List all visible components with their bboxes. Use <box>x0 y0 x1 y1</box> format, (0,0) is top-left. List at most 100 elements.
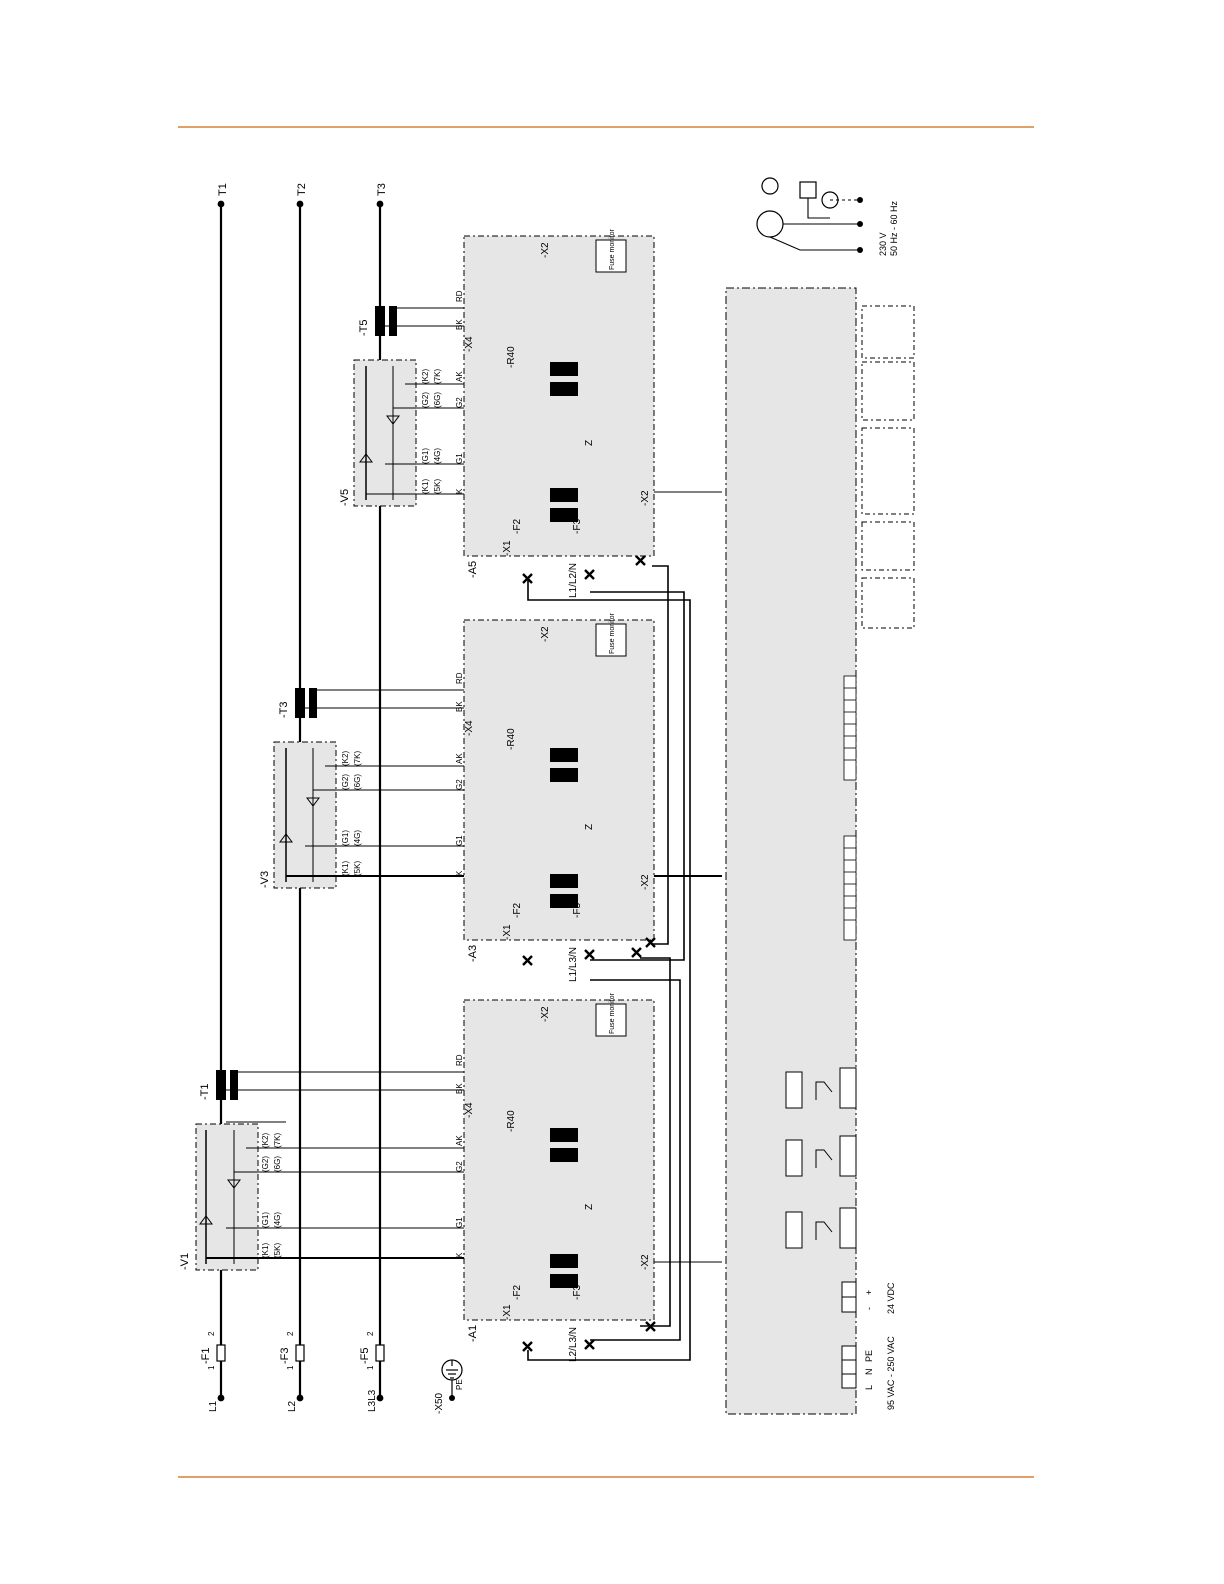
cross-marks <box>522 555 656 1352</box>
supply-pin-labels: L N PE - + <box>864 1290 874 1390</box>
svg-text:+: + <box>864 1290 874 1295</box>
svg-text:-: - <box>864 1307 874 1310</box>
svg-text:BK: BK <box>455 701 464 712</box>
a1-phase: L2/L3/N <box>568 1327 579 1362</box>
svg-text:K: K <box>455 1252 464 1258</box>
svg-text:BK: BK <box>455 1083 464 1094</box>
v3-label: -V3 <box>259 871 271 888</box>
svg-text:K: K <box>455 488 464 494</box>
svg-text:(K1): (K1) <box>421 479 430 494</box>
fuse-f5-label: -F5 <box>359 1348 371 1365</box>
t5-label: -T5 <box>358 320 370 337</box>
svg-text:(5K): (5K) <box>273 1243 282 1258</box>
a3-label: -A3 <box>467 945 479 962</box>
control-board-a5 <box>463 235 655 557</box>
terminal-l2-label: L2 <box>287 1400 298 1412</box>
fuse-f3-pin2: 2 <box>286 1331 295 1336</box>
supply-dc-voltage: 24 VDC <box>886 1282 896 1314</box>
v5-label: -V5 <box>339 489 351 506</box>
svg-text:(G2): (G2) <box>421 392 430 408</box>
svg-text:Fuse monitor: Fuse monitor <box>609 612 616 654</box>
svg-text:(K2): (K2) <box>261 1133 270 1148</box>
phase-jumpers <box>527 565 691 1361</box>
svg-text:(G1): (G1) <box>341 830 350 846</box>
svg-text:G1: G1 <box>455 453 464 464</box>
svg-text:(K2): (K2) <box>341 751 350 766</box>
svg-text:G2: G2 <box>455 397 464 408</box>
svg-text:Fuse monitor: Fuse monitor <box>609 228 616 270</box>
a1-label: -A1 <box>467 1325 479 1342</box>
svg-text:-X2: -X2 <box>640 490 651 506</box>
svg-text:(G2): (G2) <box>261 1156 270 1172</box>
svg-text:G1: G1 <box>455 1217 464 1228</box>
svg-text:Z: Z <box>584 824 595 830</box>
fuse-f1-label: -F1 <box>200 1348 212 1365</box>
svg-text:G1: G1 <box>455 835 464 846</box>
svg-text:N: N <box>864 1369 874 1376</box>
board-a1-labels: -X1 -F2 -F3 -X4 -R40 -X2 -X2 Z Fuse moni… <box>464 992 651 1320</box>
svg-text:-F3: -F3 <box>572 1285 583 1300</box>
thyristor-module-v1 <box>195 1123 259 1271</box>
a5-phase: L1/L2/N <box>568 563 579 598</box>
terminal-strip-middle <box>843 835 857 941</box>
svg-text:(G1): (G1) <box>421 448 430 464</box>
v1-codes: (K1) (5K) (G1) (4G) (G2) (6G) (K2) (7K) <box>261 1133 282 1258</box>
svg-text:(G2): (G2) <box>341 774 350 790</box>
svg-text:-F3: -F3 <box>572 519 583 534</box>
svg-text:-X2: -X2 <box>640 1254 651 1270</box>
svg-text:(7K): (7K) <box>433 369 442 384</box>
earth-symbol-icon <box>441 1359 463 1398</box>
earth-label: -X50 <box>434 1392 445 1414</box>
svg-text:L: L <box>864 1385 874 1390</box>
svg-text:(G1): (G1) <box>261 1212 270 1228</box>
svg-text:G2: G2 <box>455 779 464 790</box>
terminal-strip-upper <box>843 675 857 781</box>
option-boxes <box>861 305 915 629</box>
v3-codes: (K1) (5K) (G1) (4G) (G2) (6G) (K2) (7K) <box>341 751 362 876</box>
current-transformer-t3 <box>295 688 317 718</box>
svg-text:(4G): (4G) <box>353 830 362 846</box>
svg-text:-F3: -F3 <box>572 903 583 918</box>
control-board-a1 <box>463 999 655 1321</box>
a5-label: -A5 <box>467 561 479 578</box>
svg-text:-R40: -R40 <box>506 1110 517 1132</box>
svg-text:AK: AK <box>455 1135 464 1146</box>
svg-text:(K1): (K1) <box>341 861 350 876</box>
footer-rule <box>178 1476 1034 1478</box>
x4-pin-labels-a5: K G1 G2 AK BK RD <box>455 290 464 494</box>
svg-text:AK: AK <box>455 371 464 382</box>
fuse-f1 <box>216 1344 226 1362</box>
fan-frequency: 50 Hz - 60 Hz <box>889 200 899 256</box>
signal-wiring <box>206 307 722 1263</box>
svg-text:BK: BK <box>455 319 464 330</box>
svg-text:-X2: -X2 <box>640 874 651 890</box>
svg-text:RD: RD <box>455 290 464 302</box>
fuse-f5-pin2: 2 <box>366 1331 375 1336</box>
svg-text:PE: PE <box>864 1350 874 1362</box>
svg-text:(7K): (7K) <box>273 1133 282 1148</box>
board-a5-labels: -X1 -F2 -F3 -X4 -R40 -X2 -X2 Z Fuse moni… <box>464 228 651 556</box>
svg-text:G2: G2 <box>455 1161 464 1172</box>
fuse-f3-pin1: 1 <box>286 1365 295 1370</box>
x4-pin-labels-a1: K G1 G2 AK BK RD <box>455 1054 464 1258</box>
fuse-f1-pin2: 2 <box>207 1331 216 1336</box>
bus-end-dots <box>217 200 384 1402</box>
svg-text:(5K): (5K) <box>433 479 442 494</box>
svg-text:-R40: -R40 <box>506 728 517 750</box>
svg-text:-X1: -X1 <box>502 1304 513 1320</box>
svg-text:-X2: -X2 <box>540 626 551 642</box>
v5-codes: (K1) (5K) (G1) (4G) (G2) (6G) (K2) (7K) <box>421 369 442 494</box>
terminal-t3-label: T3 <box>376 183 388 196</box>
supply-ac-voltage: 95 VAC - 250 VAC <box>886 1336 896 1410</box>
svg-text:(4G): (4G) <box>433 448 442 464</box>
current-transformer-t5 <box>375 306 397 336</box>
fuse-f5-pin1: 1 <box>366 1365 375 1370</box>
fuse-f5 <box>375 1344 385 1362</box>
svg-text:RD: RD <box>455 672 464 684</box>
board-a3-labels: -X1 -F2 -F3 -X4 -R40 -X2 -X2 Z Fuse moni… <box>464 612 651 940</box>
fan-voltage: 230 V <box>878 232 888 256</box>
svg-text:-F2: -F2 <box>512 903 523 918</box>
svg-text:AK: AK <box>455 753 464 764</box>
svg-text:K: K <box>455 870 464 876</box>
